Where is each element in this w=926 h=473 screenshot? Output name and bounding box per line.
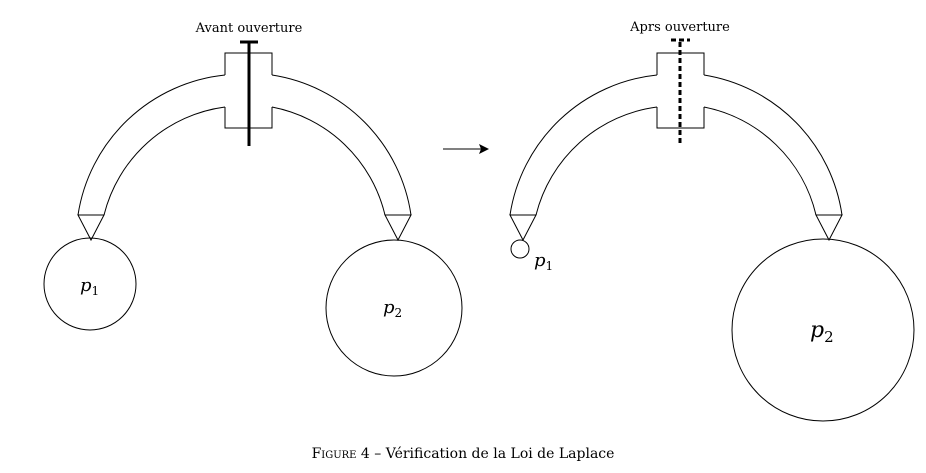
right-bubble-small (510, 239, 530, 259)
left-panel: p1 p2 Avant ouverture (43, 21, 463, 377)
right-panel: p1 p2 Aprs ouverture (509, 20, 915, 422)
left-bubble-large-label: p2 (383, 297, 402, 320)
right-bubble-large (731, 238, 915, 422)
caption-separator: – (370, 446, 386, 462)
caption-text: Vérification de la Loi de Laplace (385, 446, 615, 462)
right-bubble-large-label: p2 (810, 318, 834, 346)
left-panel-label: Avant ouverture (195, 21, 303, 36)
left-bubble-large (325, 239, 463, 377)
right-tube-inner-arc (535, 106, 658, 216)
right-tube-outer-arc (509, 74, 658, 216)
right-tube-inner-arc-right (703, 106, 817, 216)
left-tube-outer-arc (77, 74, 226, 216)
transition-arrow (443, 144, 489, 154)
caption-figure-label: Figure 4 (312, 446, 370, 462)
right-tube-outer-arc-right (703, 74, 843, 216)
figure-caption: Figure 4 – Vérification de la Loi de Lap… (312, 446, 615, 462)
arrow-head (479, 144, 489, 154)
left-nozzle-1 (77, 214, 105, 242)
left-tube-inner-arc-right (271, 106, 386, 216)
right-panel-label: Aprs ouverture (629, 20, 730, 35)
left-nozzle-2 (384, 214, 412, 242)
right-bubble-small-label: p1 (534, 250, 553, 273)
left-bubble-small-label: p1 (80, 275, 99, 298)
right-nozzle-1 (509, 214, 537, 242)
left-bubble-small (43, 237, 137, 331)
left-tube-inner-arc (103, 106, 226, 216)
right-nozzle-2 (815, 214, 843, 242)
left-tube-outer-arc-right (271, 74, 412, 216)
